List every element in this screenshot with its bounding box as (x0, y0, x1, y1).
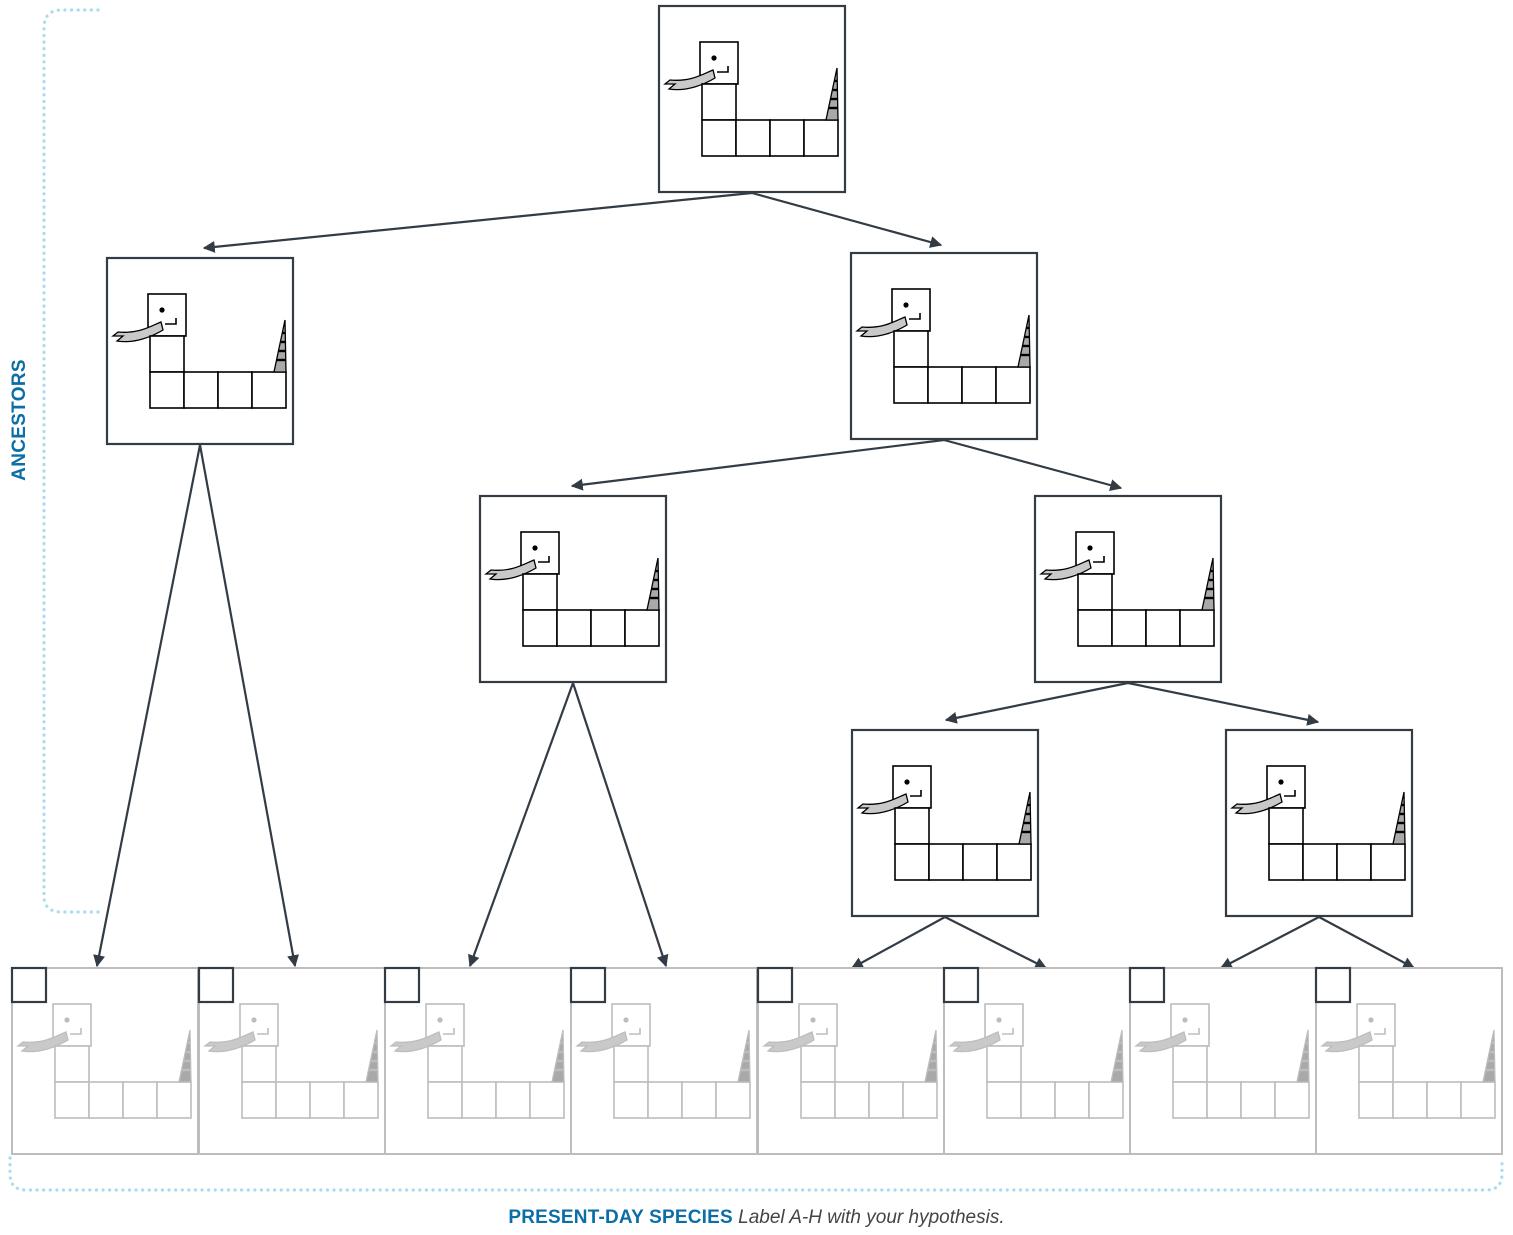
present-day-species-5 (756, 966, 945, 1155)
arrow-a4-to-a5 (944, 681, 1129, 724)
present-day-species-7 (1128, 966, 1317, 1155)
species-label-box-4[interactable] (569, 966, 607, 1004)
present-day-species-4 (569, 966, 758, 1155)
species-label-box-1[interactable] (10, 966, 48, 1004)
present-day-species-8 (1314, 966, 1503, 1155)
ancestor-node-root (657, 4, 847, 194)
arrow-a5-to-species-5 (850, 916, 946, 969)
ancestor-node-a6 (1224, 728, 1414, 918)
caption-instruction: Label A-H with your hypothesis. (738, 1207, 1005, 1228)
present-day-species-1 (10, 966, 199, 1155)
ancestors-bracket (42, 8, 100, 914)
species-label-box-7[interactable] (1128, 966, 1166, 1004)
arrow-a3-to-species-3 (468, 682, 575, 968)
present-day-species-2 (197, 966, 386, 1155)
ancestor-node-a2 (849, 251, 1039, 441)
ancestor-node-a5 (850, 728, 1040, 918)
arrow-a1-to-species-1 (93, 444, 202, 968)
arrow-root-to-a1 (202, 191, 753, 253)
arrow-a2-to-a3 (570, 438, 945, 491)
arrow-a6-to-species-7 (1219, 916, 1320, 969)
arrow-a4-to-a6 (1127, 681, 1320, 726)
species-label-box-8[interactable] (1314, 966, 1352, 1004)
present-day-species-6 (942, 966, 1131, 1155)
arrow-root-to-a2 (751, 191, 943, 248)
species-label-box-5[interactable] (756, 966, 794, 1004)
arrow-a6-to-species-8 (1318, 916, 1416, 969)
ancestors-label: ANCESTORS (9, 359, 30, 481)
ancestor-node-a3 (478, 494, 668, 684)
ancestor-node-a1 (105, 256, 295, 446)
arrow-a1-to-species-2 (198, 444, 299, 968)
present-day-species-3 (383, 966, 572, 1155)
species-label-box-6[interactable] (942, 966, 980, 1004)
ancestor-node-a4 (1033, 494, 1223, 684)
caption-title: PRESENT-DAY SPECIES (508, 1207, 733, 1228)
species-label-box-2[interactable] (197, 966, 235, 1004)
arrow-a5-to-species-6 (944, 916, 1048, 969)
arrow-a3-to-species-4 (571, 682, 669, 968)
species-label-box-3[interactable] (383, 966, 421, 1004)
present-day-caption: PRESENT-DAY SPECIES Label A-H with your … (0, 1207, 1513, 1229)
present-day-bracket (8, 1156, 1504, 1192)
arrow-a2-to-a4 (943, 438, 1123, 491)
